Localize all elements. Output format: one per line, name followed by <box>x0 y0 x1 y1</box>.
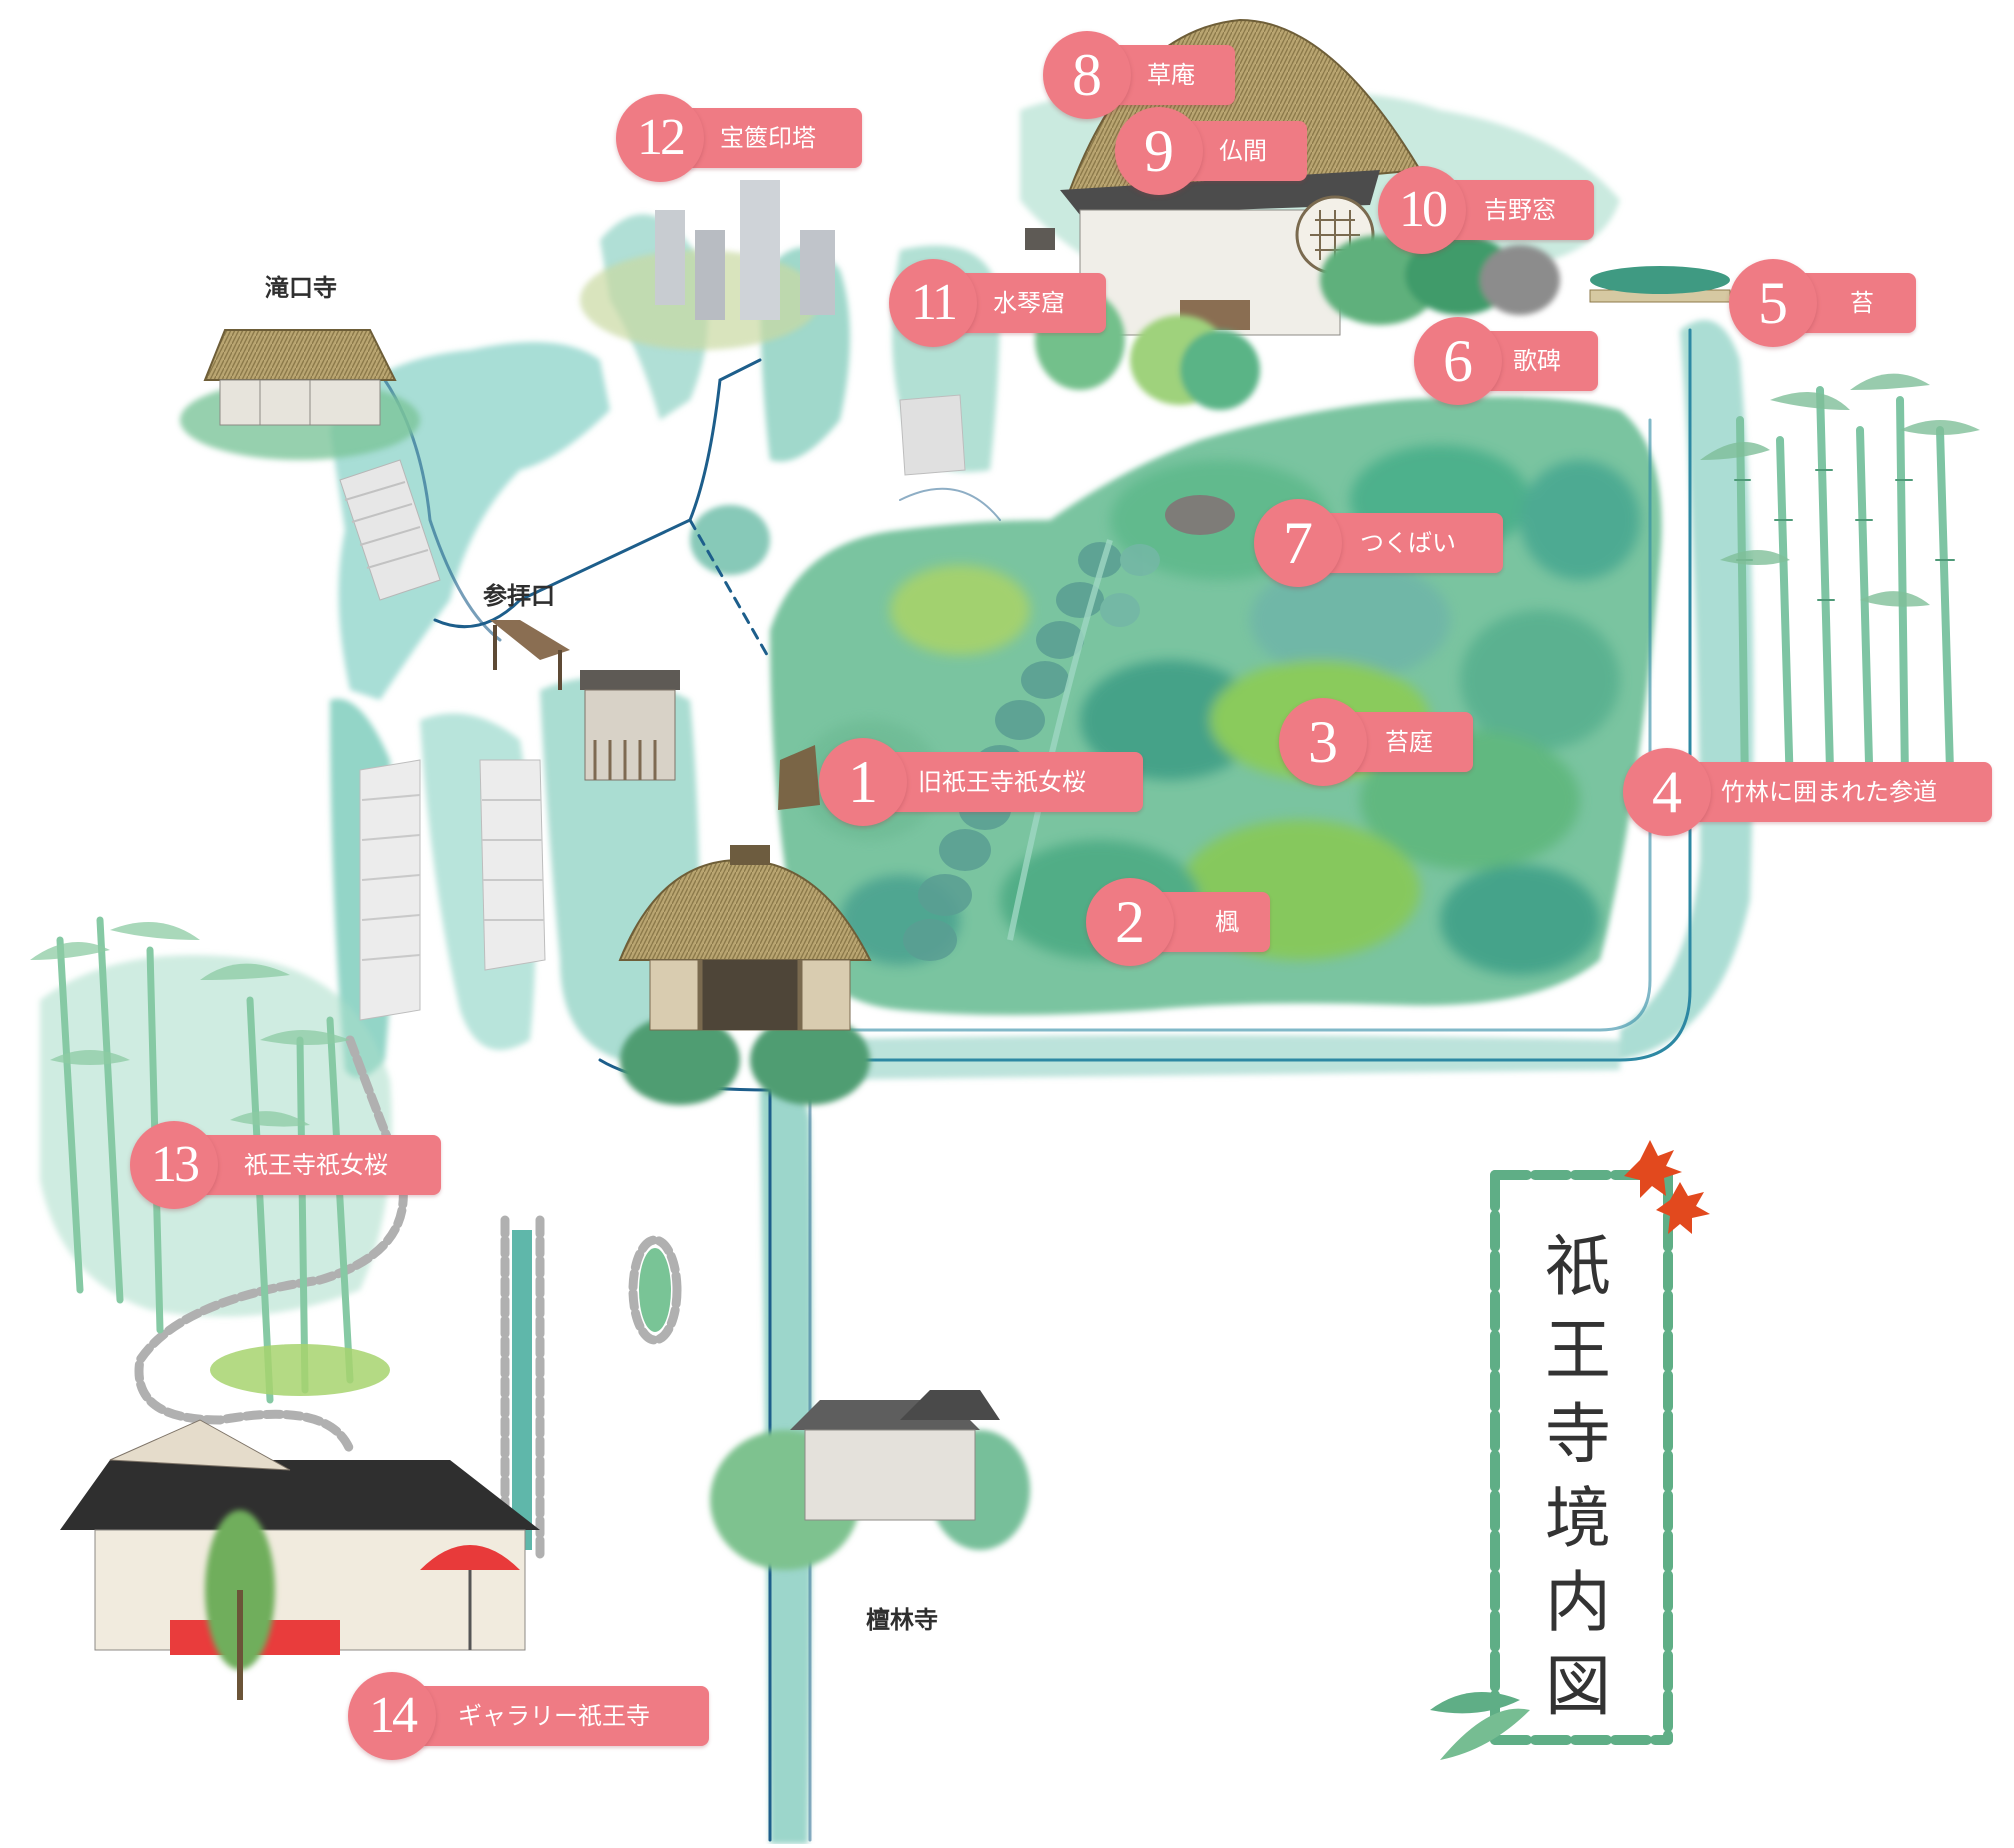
marker-7-label: つくばい <box>1360 529 1456 557</box>
marker-8-number: 8 <box>1043 31 1131 119</box>
marker-1-number: 1 <box>819 738 907 826</box>
marker-5-label: 苔 <box>1850 289 1874 317</box>
marker-14-label: ギャラリー祇王寺 <box>458 1702 650 1730</box>
narrow-channel <box>512 1230 532 1550</box>
marker-13-number: 13 <box>130 1121 218 1209</box>
sanpaiguchi-label: 参拝口 <box>483 582 555 610</box>
marker-4-number: 4 <box>1623 748 1711 836</box>
marker-2-number: 2 <box>1086 878 1174 966</box>
marker-3[interactable]: 3 苔庭 <box>1279 698 1473 786</box>
marker-12[interactable]: 12 宝篋印塔 <box>616 94 862 182</box>
marker-11-number: 11 <box>889 259 977 347</box>
marker-13-label: 祇王寺祇女桜 <box>244 1151 388 1179</box>
title-frame <box>1430 1140 1710 1760</box>
marker-4[interactable]: 4 竹林に囲まれた参道 <box>1623 748 1992 836</box>
map-title-char: 祇 <box>1545 1228 1611 1305</box>
marker-14[interactable]: 14 ギャラリー祇王寺 <box>348 1672 709 1760</box>
marker-1[interactable]: 1 旧祇王寺祇女桜 <box>819 738 1143 826</box>
map-title-char: 境 <box>1545 1480 1611 1557</box>
thatched-gate <box>618 845 872 1105</box>
map-title: 祇王寺境内図 <box>1538 1225 1618 1729</box>
marker-5-number: 5 <box>1729 259 1817 347</box>
marker-2-label: 楓 <box>1215 908 1239 936</box>
marker-7-number: 7 <box>1254 499 1342 587</box>
takiguchidera-label: 滝口寺 <box>265 274 337 302</box>
map-title-char: 寺 <box>1545 1396 1611 1473</box>
marker-11[interactable]: 11 水琴窟 <box>889 259 1106 347</box>
danrinji-building <box>710 1390 1030 1570</box>
marker-10-label: 吉野窓 <box>1484 196 1556 224</box>
moss-shelf <box>1589 266 1731 303</box>
marker-12-label: 宝篋印塔 <box>720 124 816 152</box>
stone-pagodas <box>580 180 835 350</box>
marker-12-number: 12 <box>616 94 704 182</box>
marker-9-label: 仏間 <box>1219 137 1267 165</box>
bamboo-right <box>1700 373 1980 804</box>
marker-4-label: 竹林に囲まれた参道 <box>1721 778 1937 806</box>
tsukubai-basin <box>1165 495 1235 535</box>
marker-3-number: 3 <box>1279 698 1367 786</box>
marker-8[interactable]: 8 草庵 <box>1043 31 1235 119</box>
map-title-char: 図 <box>1545 1648 1611 1725</box>
danrinji-label: 檀林寺 <box>866 1606 938 1634</box>
takiguchidera-building <box>180 329 420 460</box>
map-title-char: 王 <box>1545 1312 1611 1389</box>
marker-14-number: 14 <box>348 1672 436 1760</box>
marker-9[interactable]: 9 仏間 <box>1115 107 1307 195</box>
stone-steps <box>339 394 966 1021</box>
marker-3-label: 苔庭 <box>1385 728 1433 756</box>
map-title-char: 内 <box>1545 1564 1611 1641</box>
marker-6-number: 6 <box>1414 317 1502 405</box>
marker-13[interactable]: 13 祇王寺祇女桜 <box>130 1121 441 1209</box>
tree-stump <box>778 745 820 810</box>
marker-8-label: 草庵 <box>1147 61 1195 89</box>
entrance-gate <box>490 620 570 690</box>
small-hut <box>580 670 680 781</box>
marker-6-label: 歌碑 <box>1513 347 1561 375</box>
marker-2[interactable]: 2 楓 <box>1086 878 1270 966</box>
marker-10-number: 10 <box>1378 166 1466 254</box>
marker-7[interactable]: 7 つくばい <box>1254 499 1503 587</box>
marker-5[interactable]: 5 苔 <box>1729 259 1916 347</box>
gallery-building <box>60 1419 540 1700</box>
marker-6[interactable]: 6 歌碑 <box>1414 317 1598 405</box>
small-pond <box>639 1248 671 1332</box>
marker-1-label: 旧祇王寺祇女桜 <box>918 768 1086 796</box>
marker-11-label: 水琴窟 <box>993 289 1065 317</box>
marker-10[interactable]: 10 吉野窓 <box>1378 166 1594 254</box>
marker-9-number: 9 <box>1115 107 1203 195</box>
